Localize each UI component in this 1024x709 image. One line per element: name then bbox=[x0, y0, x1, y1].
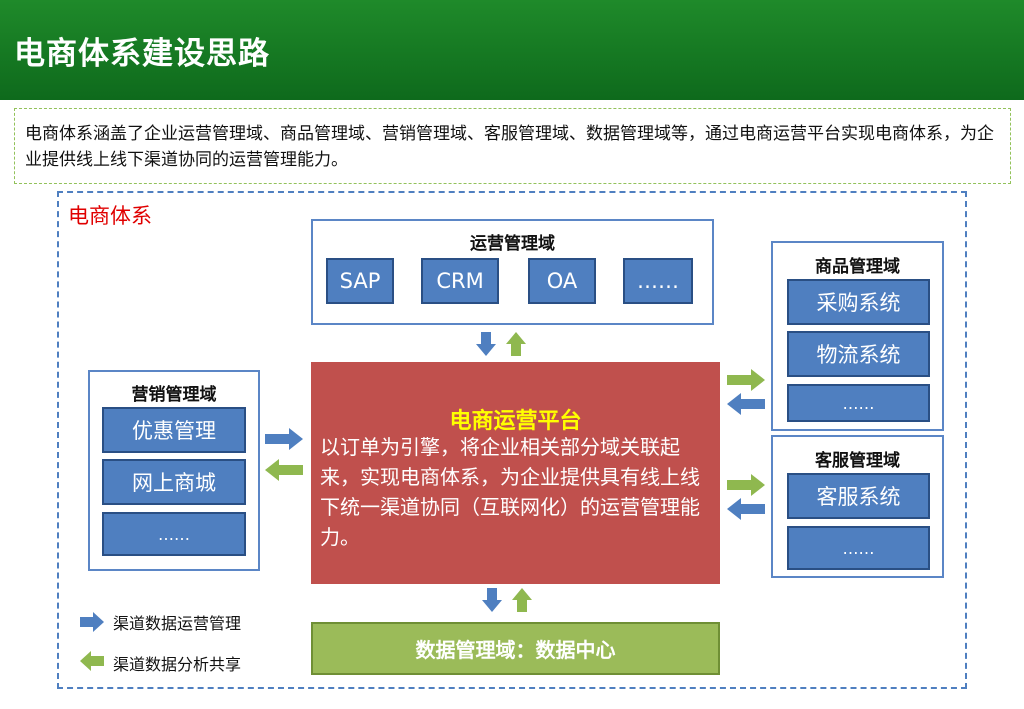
arrow-right-green-icon bbox=[727, 474, 765, 496]
system-purchasing: 采购系统 bbox=[787, 279, 930, 325]
operations-domain-title: 运营管理域 bbox=[470, 234, 555, 254]
arrow-down-blue-icon bbox=[476, 332, 496, 356]
arrow-down-blue-icon bbox=[482, 588, 502, 612]
frame-label: 电商体系 bbox=[68, 204, 152, 228]
system-more: …… bbox=[102, 512, 246, 556]
system-customer-service: 客服系统 bbox=[787, 473, 930, 519]
arrow-left-green-icon bbox=[265, 459, 303, 481]
system-more: …… bbox=[787, 384, 930, 422]
service-domain: 客服管理域 客服系统 …… bbox=[771, 435, 944, 578]
arrow-left-blue-icon bbox=[727, 498, 765, 520]
intro-text: 电商体系涵盖了企业运营管理域、商品管理域、营销管理域、客服管理域、数据管理域等，… bbox=[14, 108, 1011, 184]
product-domain: 商品管理域 采购系统 物流系统 …… bbox=[771, 241, 944, 431]
system-promotion: 优惠管理 bbox=[102, 407, 246, 453]
legend-blue-arrow-icon bbox=[80, 612, 104, 632]
system-logistics: 物流系统 bbox=[787, 331, 930, 377]
marketing-domain: 营销管理域 优惠管理 网上商城 …… bbox=[88, 370, 260, 571]
arrow-up-green-icon bbox=[506, 332, 526, 356]
system-oa: OA bbox=[528, 258, 596, 304]
system-sap: SAP bbox=[326, 258, 394, 304]
arrow-right-green-icon bbox=[727, 369, 765, 391]
ecommerce-system-frame bbox=[57, 191, 967, 689]
title-bar bbox=[0, 0, 1024, 100]
legend-green-label: 渠道数据分析共享 bbox=[113, 655, 242, 674]
legend-green-arrow-icon bbox=[80, 651, 104, 671]
arrow-left-blue-icon bbox=[727, 393, 765, 415]
arrow-right-blue-icon bbox=[265, 428, 303, 450]
product-domain-title: 商品管理域 bbox=[815, 257, 900, 277]
operations-domain: 运营管理域 SAP CRM OA …… bbox=[311, 219, 714, 325]
data-domain: 数据管理域：数据中心 bbox=[311, 622, 720, 675]
platform-title: 电商运营平台 bbox=[449, 409, 582, 434]
system-crm: CRM bbox=[421, 258, 499, 304]
marketing-domain-title: 营销管理域 bbox=[131, 385, 217, 405]
arrow-up-green-icon bbox=[512, 588, 532, 612]
ecommerce-platform bbox=[311, 362, 720, 584]
system-more: …… bbox=[623, 258, 693, 304]
legend-blue-label: 渠道数据运营管理 bbox=[113, 614, 242, 633]
page-title: 电商体系建设思路 bbox=[14, 36, 270, 72]
system-online-mall: 网上商城 bbox=[102, 459, 246, 505]
service-domain-title: 客服管理域 bbox=[815, 451, 900, 471]
system-more: …… bbox=[787, 526, 930, 570]
platform-description: 以订单为引擎，将企业相关部分域关联起来，实现电商体系，为企业提供具有线上线下统一… bbox=[320, 435, 700, 549]
